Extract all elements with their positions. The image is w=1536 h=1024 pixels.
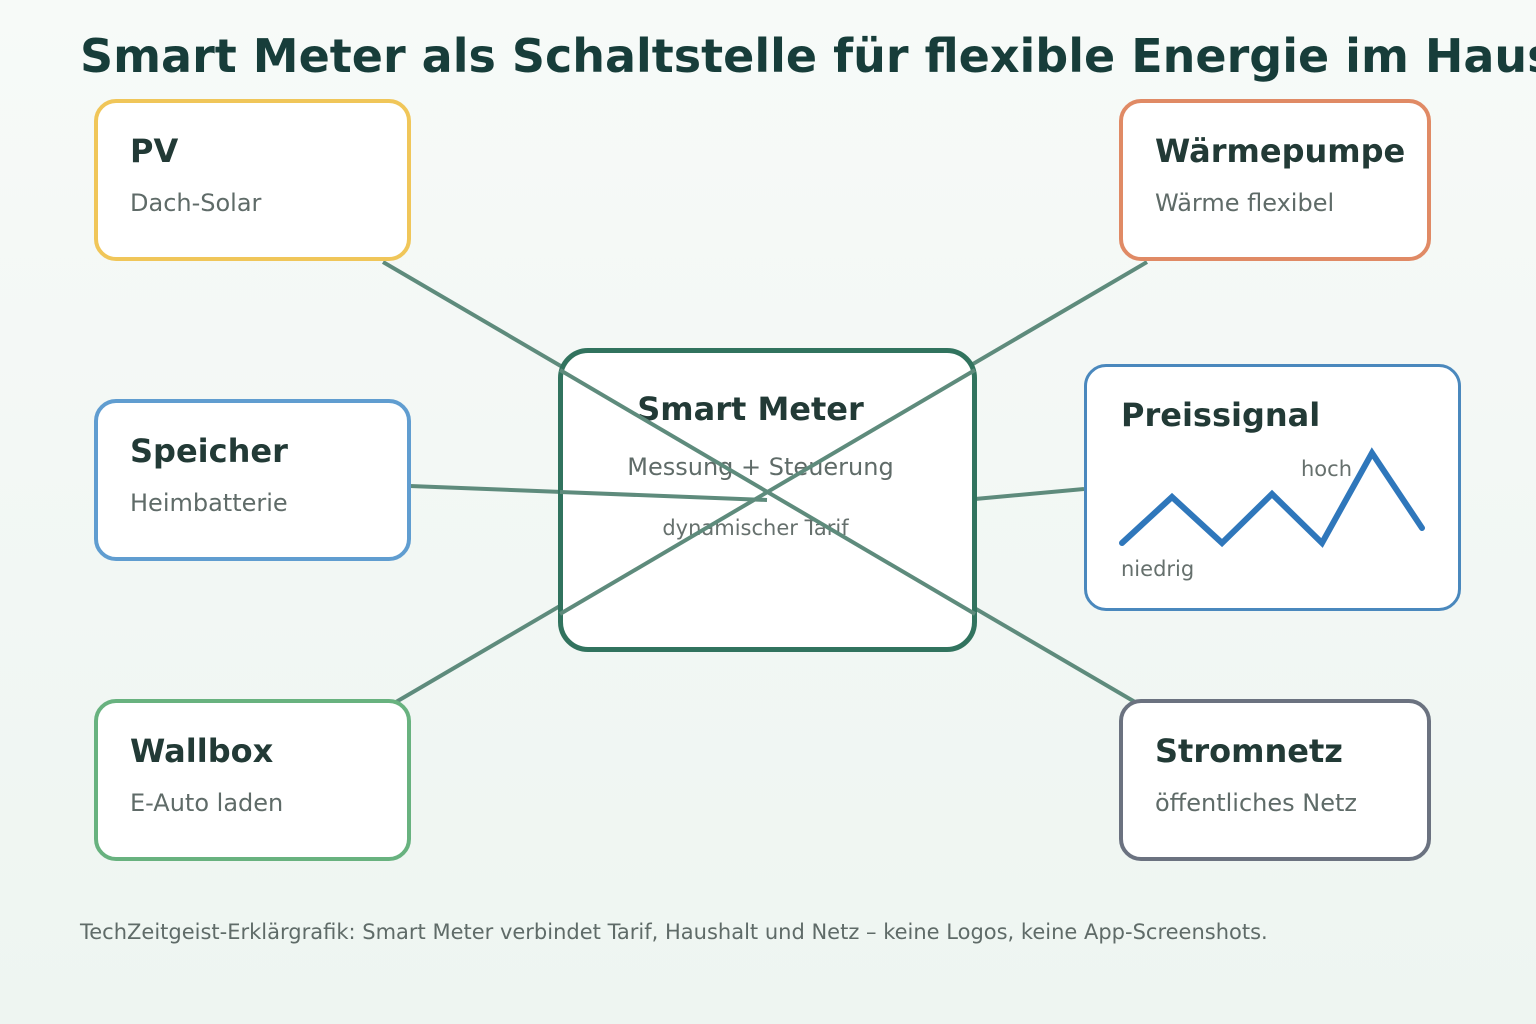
connector-heatpump-to-wallbox-overlay — [558, 368, 977, 616]
connector-storage-overlay — [559, 490, 768, 502]
wallbox-title: Wallbox — [130, 732, 274, 770]
pv-node: PV Dach-Solar — [94, 99, 411, 261]
wallbox-node: Wallbox E-Auto laden — [94, 699, 411, 861]
heatpump-title: Wärmepumpe — [1155, 132, 1406, 170]
storage-title: Speicher — [130, 432, 288, 470]
storage-subtitle: Heimbatterie — [130, 489, 288, 517]
price-label-high: hoch — [1301, 457, 1353, 481]
connector-center-to-price — [974, 487, 1085, 501]
heatpump-subtitle: Wärme flexibel — [1155, 189, 1335, 217]
price-curve — [1119, 447, 1425, 548]
caption: TechZeitgeist-Erklärgrafik: Smart Meter … — [80, 920, 1268, 944]
price-signal-sparkline — [1119, 447, 1425, 548]
pv-title: PV — [130, 132, 179, 170]
smart-meter-title: Smart Meter — [637, 390, 864, 428]
smart-meter-node: Smart Meter Messung + Steuerung dynamisc… — [558, 348, 977, 652]
price-signal-node: Preissignal hoch niedrig — [1084, 364, 1461, 611]
grid-node: Stromnetz öffentliches Netz — [1119, 699, 1431, 861]
heatpump-node: Wärmepumpe Wärme flexibel — [1119, 99, 1431, 261]
pv-subtitle: Dach-Solar — [130, 189, 262, 217]
wallbox-subtitle: E-Auto laden — [130, 789, 284, 817]
storage-node: Speicher Heimbatterie — [94, 399, 411, 561]
smart-meter-subtitle: Messung + Steuerung — [627, 453, 894, 481]
page-title: Smart Meter als Schaltstelle für flexibl… — [80, 29, 1536, 83]
price-label-low: niedrig — [1121, 557, 1195, 581]
grid-title: Stromnetz — [1155, 732, 1343, 770]
price-signal-title: Preissignal — [1121, 396, 1321, 434]
grid-subtitle: öffentliches Netz — [1155, 789, 1357, 817]
